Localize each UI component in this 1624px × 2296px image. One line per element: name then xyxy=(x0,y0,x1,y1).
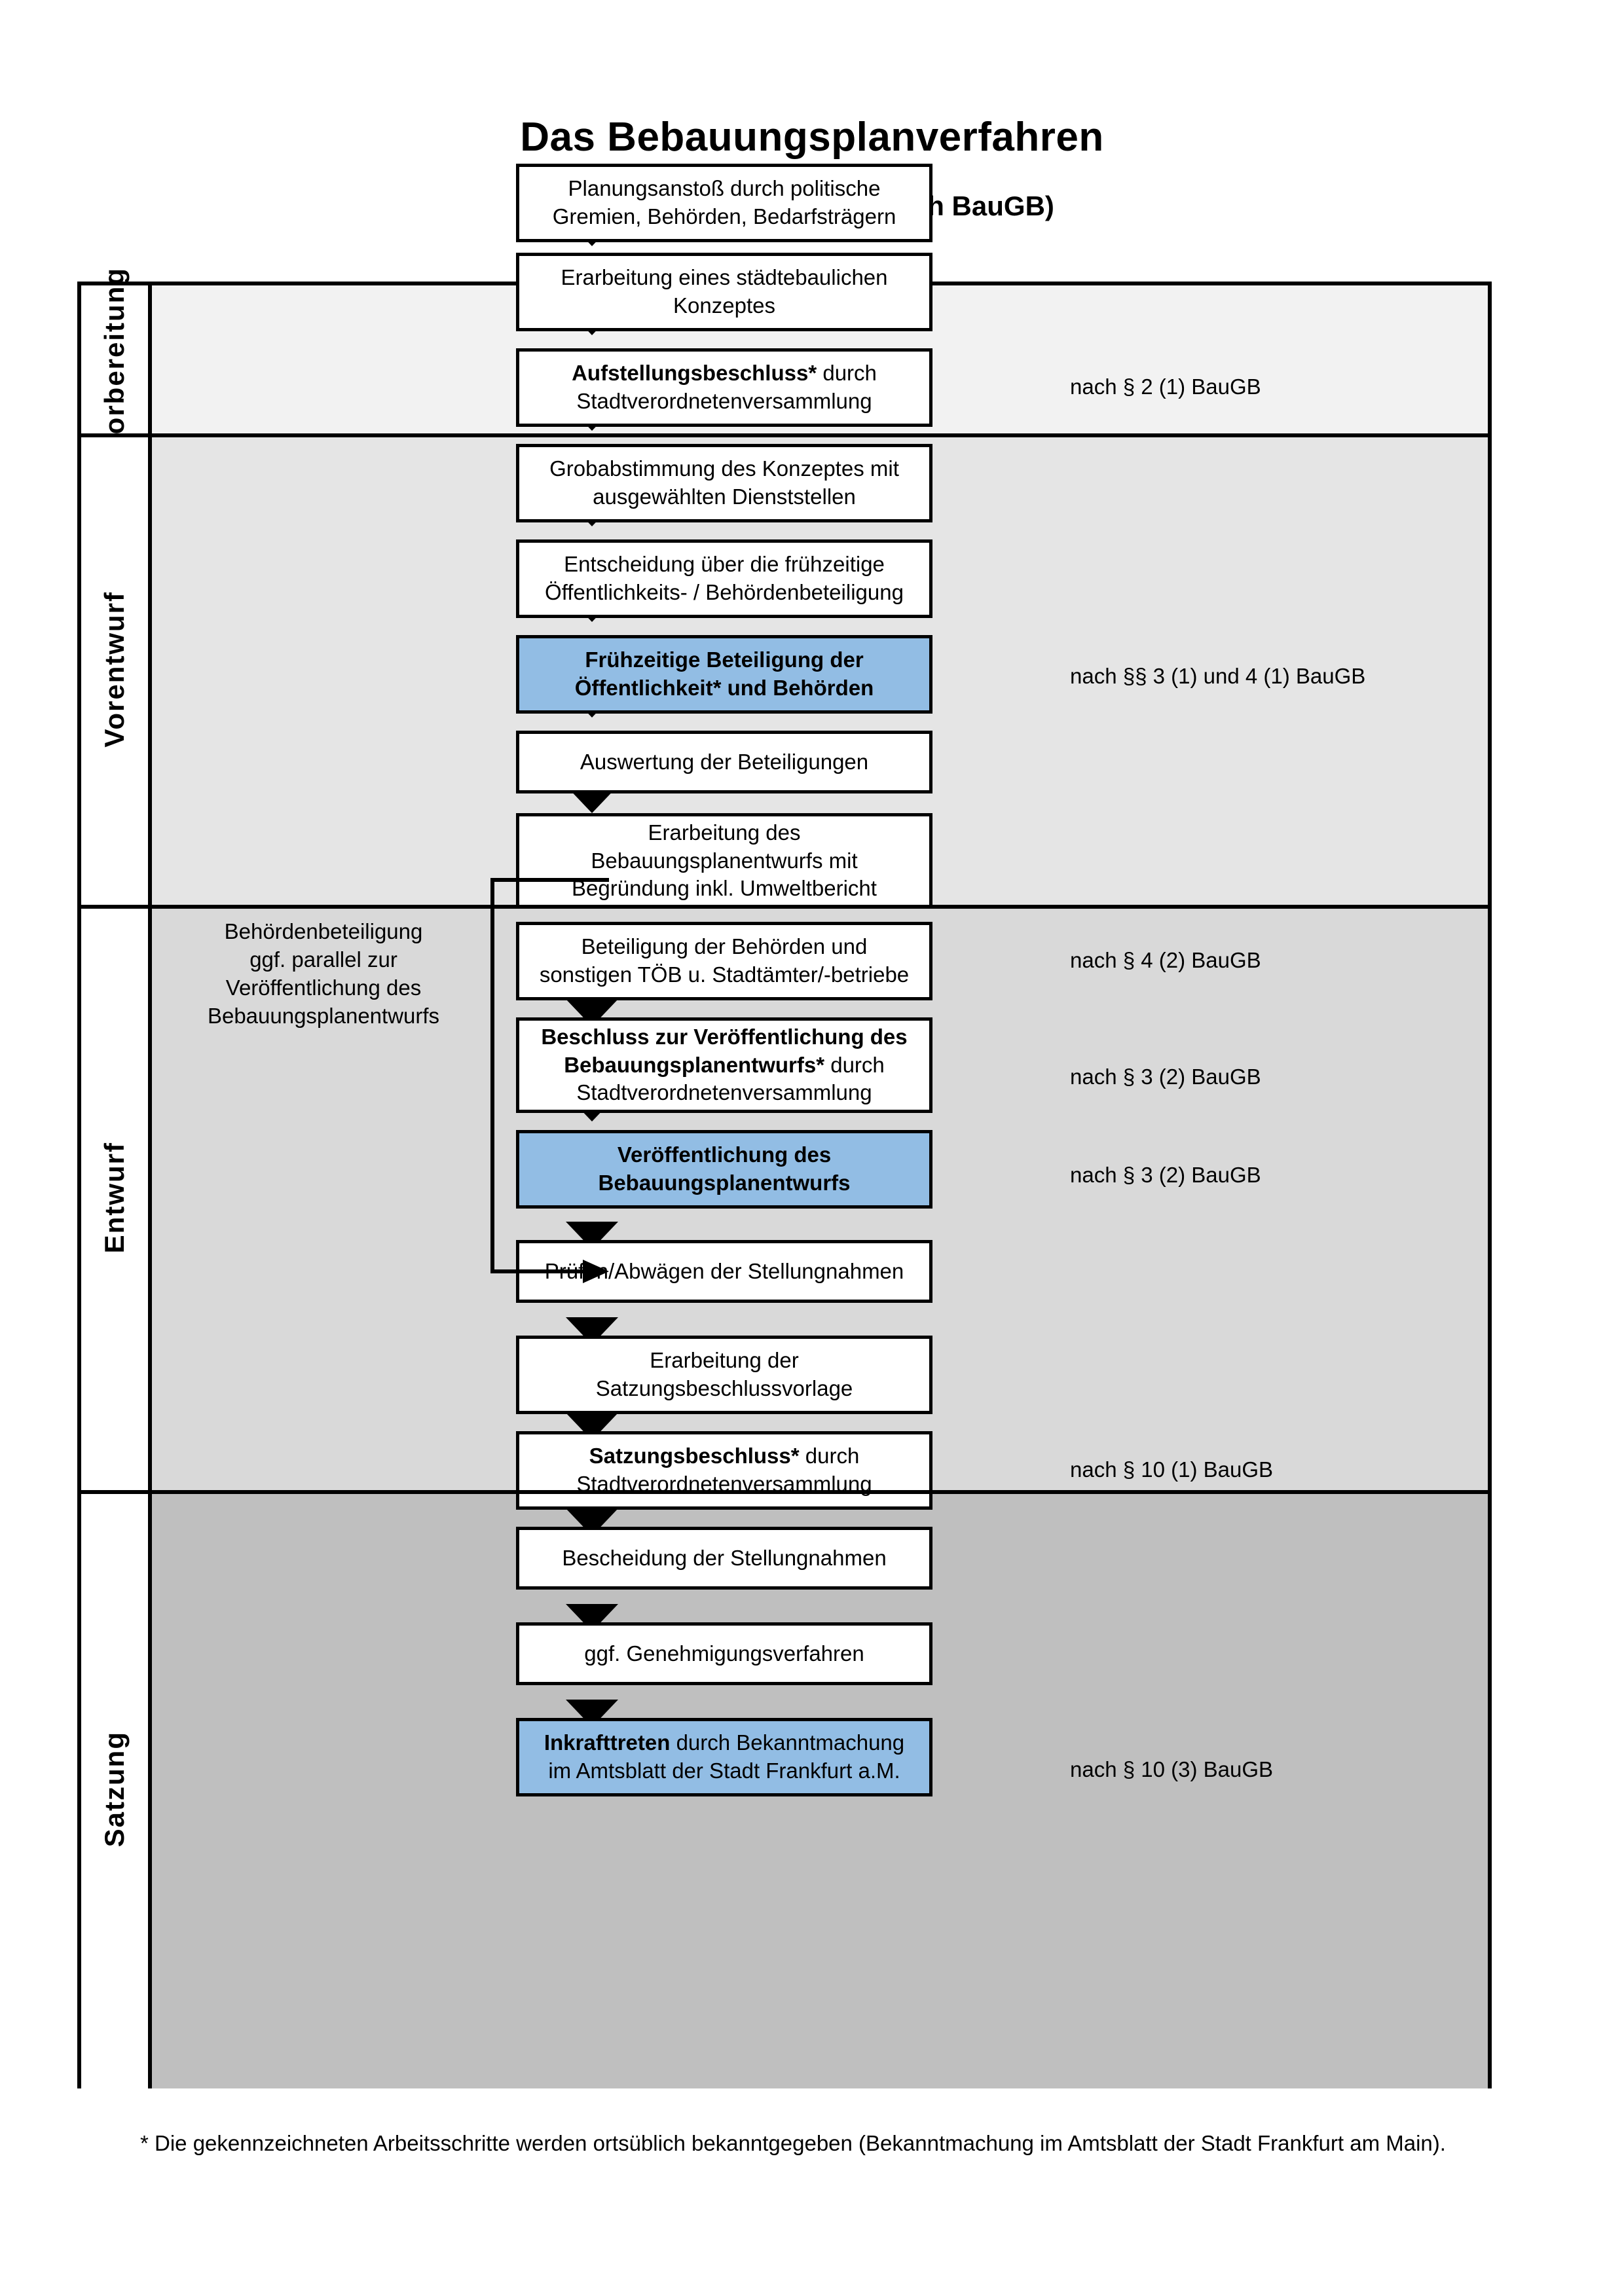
step-box-beteiligung-behoerden-toeb[interactable]: Beteiligung der Behörden und sonstigen T… xyxy=(516,922,932,1000)
legal-ref-inkrafttreten: nach § 10 (3) BauGB xyxy=(1070,1757,1274,1781)
phase-separator-3 xyxy=(81,1490,1488,1494)
phase-label-text: Entwurf xyxy=(99,1141,130,1254)
parallel-note-line-1: Behördenbeteiligung xyxy=(224,919,423,943)
step-box-erarbeitung-satzungsbeschlussvorlage[interactable]: Erarbeitung der Satzungsbeschlussvorlage xyxy=(516,1336,932,1414)
phase-label-entwurf: Entwurf xyxy=(81,905,148,1490)
step-box-fruehzeitige-beteiligung[interactable]: Frühzeitige Beteiligung der Öffentlichke… xyxy=(516,635,932,714)
step-text: Erarbeitung eines städtebaulichen Konzep… xyxy=(561,265,888,318)
phase-label-text: Satzung xyxy=(99,1731,130,1848)
legal-ref-aufstellungsbeschluss: nach § 2 (1) BauGB xyxy=(1070,374,1261,399)
step-box-staedtebauliches-konzept[interactable]: Erarbeitung eines städtebaulichen Konzep… xyxy=(516,253,932,331)
step-box-veroeffentlichung-bebauungsplanentwurf[interactable]: Veröffentlichung des Bebauungsplanentwur… xyxy=(516,1130,932,1209)
step-box-satzungsbeschluss[interactable]: Satzungsbeschluss* durch Stadtverordnete… xyxy=(516,1431,932,1510)
legal-ref-satzungsbeschluss: nach § 10 (1) BauGB xyxy=(1070,1457,1274,1482)
phase-label-text: Vorentwurf xyxy=(99,591,130,748)
step-text: Erarbeitung der Satzungsbeschlussvorlage xyxy=(595,1348,853,1400)
step-box-entscheidung-fruehzeitige-beteiligung[interactable]: Entscheidung über die frühzeitige Öffent… xyxy=(516,539,932,618)
phase-separator-1 xyxy=(81,433,1488,437)
step-text: Grobabstimmung des Konzeptes mit ausgewä… xyxy=(549,456,899,509)
phase-label-vorentwurf: Vorentwurf xyxy=(81,433,148,905)
legal-ref-veroeffentlichung: nach § 3 (2) BauGB xyxy=(1070,1163,1261,1187)
step-box-planungsanstoss[interactable]: Planungsanstoß durch politische Gremien,… xyxy=(516,164,932,242)
step-text: Veröffentlichung des Bebauungsplanentwur… xyxy=(598,1142,851,1195)
phase-label-vorbereitung: Vorbereitung xyxy=(81,267,148,452)
flowchart-frame: Vorbereitung Vorentwurf Entwurf Satzung xyxy=(77,164,1492,2088)
step-text: ggf. Genehmigungsverfahren xyxy=(584,1641,864,1666)
step-box-bescheidung-stellungnahmen[interactable]: Bescheidung der Stellungnahmen xyxy=(516,1527,932,1590)
step-text: Planungsanstoß durch politische Gremien,… xyxy=(552,176,896,228)
step-text: Bescheidung der Stellungnahmen xyxy=(562,1545,887,1570)
step-text: Aufstellungsbeschluss* durch Stadtverord… xyxy=(572,361,877,413)
footnote-text: * Die gekennzeichneten Arbeitsschritte w… xyxy=(140,2131,1446,2155)
step-box-genehmigungsverfahren[interactable]: ggf. Genehmigungsverfahren xyxy=(516,1622,932,1685)
parallel-process-note: Behördenbeteiligung ggf. parallel zur Ve… xyxy=(160,918,487,1030)
phase-label-satzung: Satzung xyxy=(81,1490,148,2088)
parallel-note-line-3: Veröffentlichung des xyxy=(225,975,422,1000)
step-text: Entscheidung über die frühzeitige Öffent… xyxy=(545,552,904,604)
phase-separator-2 xyxy=(81,905,1488,909)
step-box-erarbeitung-bebauungsplanentwurf[interactable]: Erarbeitung des Bebauungsplanentwurfs mi… xyxy=(516,813,932,909)
phase-column-divider xyxy=(148,285,152,2085)
step-text: Beschluss zur Veröffentlichung des Bebau… xyxy=(541,1024,908,1105)
legal-ref-beschluss-veroeffentlichung: nach § 3 (2) BauGB xyxy=(1070,1065,1261,1089)
legal-ref-behoerdenbeteiligung: nach § 4 (2) BauGB xyxy=(1070,948,1261,972)
step-box-beschluss-veroeffentlichung[interactable]: Beschluss zur Veröffentlichung des Bebau… xyxy=(516,1017,932,1113)
step-box-auswertung-beteiligungen[interactable]: Auswertung der Beteiligungen xyxy=(516,731,932,793)
phase-label-text: Vorbereitung xyxy=(99,266,130,452)
legal-ref-fruehzeitige-beteiligung: nach §§ 3 (1) und 4 (1) BauGB xyxy=(1070,664,1366,688)
step-text: Inkrafttreten durch Bekanntmachung im Am… xyxy=(544,1730,905,1783)
step-text: Erarbeitung des Bebauungsplanentwurfs mi… xyxy=(572,820,877,901)
parallel-note-line-4: Bebauungsplanentwurfs xyxy=(207,1003,440,1028)
step-box-grobabstimmung[interactable]: Grobabstimmung des Konzeptes mit ausgewä… xyxy=(516,444,932,522)
step-text: Frühzeitige Beteiligung der Öffentlichke… xyxy=(574,647,874,700)
page-title: Das Bebauungsplanverfahren xyxy=(520,115,1104,160)
step-text: Auswertung der Beteiligungen xyxy=(580,749,869,774)
step-text: Beteiligung der Behörden und sonstigen T… xyxy=(539,934,910,987)
parallel-bracket-connector xyxy=(490,878,609,1283)
step-box-inkrafttreten[interactable]: Inkrafttreten durch Bekanntmachung im Am… xyxy=(516,1718,932,1796)
step-box-aufstellungsbeschluss[interactable]: Aufstellungsbeschluss* durch Stadtverord… xyxy=(516,348,932,427)
parallel-note-line-2: ggf. parallel zur xyxy=(249,947,397,972)
